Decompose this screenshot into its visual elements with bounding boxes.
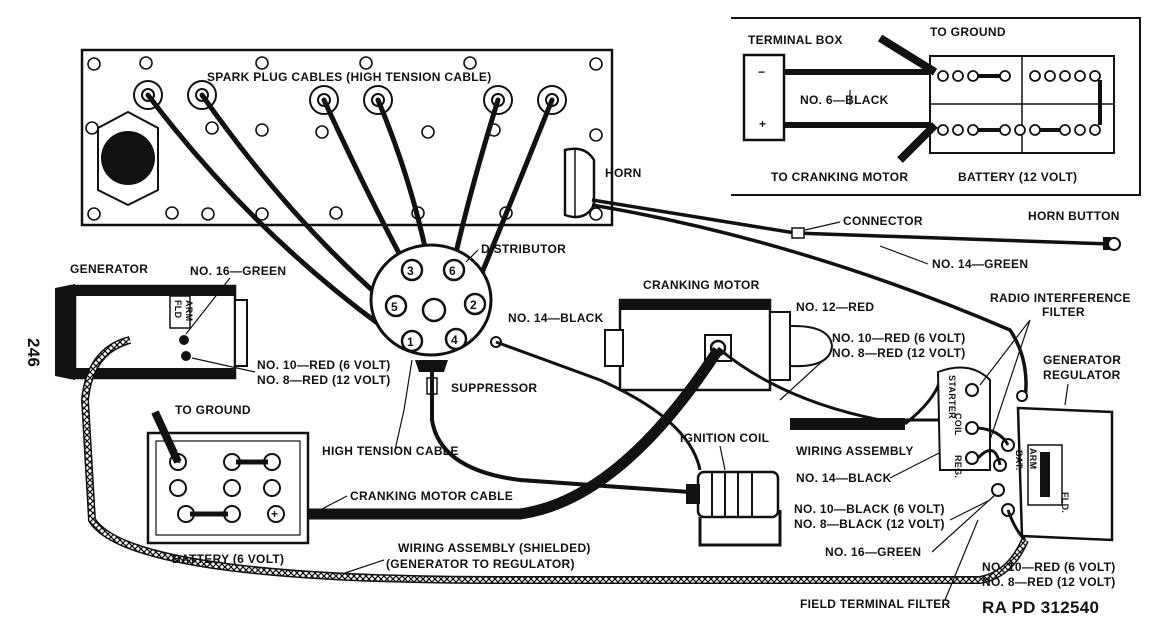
inset-minus: − xyxy=(758,65,765,79)
oil-filler-plate xyxy=(97,110,159,207)
coil-terminal-label: COIL xyxy=(953,413,963,436)
ign-no14-label: NO. 14—BLACK xyxy=(796,471,892,485)
gen-arm-label: ARM xyxy=(184,300,194,321)
radio-filter-label-2: FILTER xyxy=(1042,305,1085,319)
horn-wire-label: NO. 14—GREEN xyxy=(932,257,1028,271)
inset-cable-label: NO. 6—BLACK xyxy=(800,93,889,107)
suppressor-label: SUPPRESSOR xyxy=(451,381,537,395)
inset-cm-label: TO CRANKING MOTOR xyxy=(771,170,908,184)
reg-no8-label: NO. 8—RED (12 VOLT) xyxy=(982,575,1116,589)
distributor-label: DISTRIBUTOR xyxy=(481,242,566,256)
horn-connector xyxy=(791,227,805,239)
dist-terminal-1: 1 xyxy=(407,335,414,349)
cranking-motor-label: CRANKING MOTOR xyxy=(643,278,760,292)
horn-label: HORN xyxy=(605,166,642,180)
reg-bat-label: BAT. xyxy=(1014,450,1024,471)
switch-panel xyxy=(936,366,991,471)
cm-no8-label: NO. 8—RED (12 VOLT) xyxy=(832,346,966,360)
connector-label: CONNECTOR xyxy=(843,214,923,228)
dist-terminal-4: 4 xyxy=(451,333,458,347)
page-number: 246 xyxy=(24,338,43,367)
battery6-label: BATTERY (6 VOLT) xyxy=(172,552,284,566)
bat6-ground-label: TO GROUND xyxy=(175,403,251,417)
cm-no10-label: NO. 10—RED (6 VOLT) xyxy=(832,331,966,345)
horn xyxy=(563,147,596,219)
reg-fld-label: FLD. xyxy=(1060,492,1070,513)
ignition-coil-label: IGNITION COIL xyxy=(680,431,769,445)
horn-button-label: HORN BUTTON xyxy=(1028,209,1120,223)
dist-no14-black-label: NO. 14—BLACK xyxy=(508,311,604,325)
dist-terminal-2: 2 xyxy=(470,298,477,312)
battery-12-volt-inset xyxy=(731,17,1141,196)
bat6-minus: − xyxy=(174,455,181,469)
shielded-label-2: (GENERATOR TO REGULATOR) xyxy=(386,557,575,571)
wiring-assembly-label: WIRING ASSEMBLY xyxy=(796,444,914,458)
cranking-motor-cable xyxy=(275,346,723,520)
reg-terminal-label: REG. xyxy=(953,455,963,478)
generator-label: GENERATOR xyxy=(70,262,148,276)
gen-no16-label: NO. 16—GREEN xyxy=(190,264,286,278)
spark-plug-cables-label: SPARK PLUG CABLES (HIGH TENSION CABLE) xyxy=(207,70,492,84)
inset-ground-label: TO GROUND xyxy=(930,25,1006,39)
distributor: 3 6 5 2 1 4 xyxy=(369,243,502,372)
generator xyxy=(55,284,248,380)
field-filter-label: FIELD TERMINAL FILTER xyxy=(800,597,951,611)
reg-arm-label: ARM xyxy=(1028,448,1038,469)
cranking-cable-label: CRANKING MOTOR CABLE xyxy=(350,489,513,503)
dist-terminal-3: 3 xyxy=(407,264,414,278)
dist-terminal-5: 5 xyxy=(391,300,398,314)
inset-battery-label: BATTERY (12 VOLT) xyxy=(958,170,1077,184)
reg-no10-label: NO. 10—RED (6 VOLT) xyxy=(982,560,1116,574)
dist-terminal-6: 6 xyxy=(449,264,456,278)
radio-filter-label-1: RADIO INTERFERENCE xyxy=(990,291,1131,305)
ign-no10-label: NO. 10—BLACK (6 VOLT) xyxy=(794,502,945,516)
gen-no10-label: NO. 10—RED (6 VOLT) xyxy=(257,358,391,372)
bat6-plus: + xyxy=(271,507,278,521)
ignition-coil xyxy=(686,470,782,547)
generator-regulator xyxy=(991,390,1114,542)
gen-regulator-label-1: GENERATOR xyxy=(1043,353,1121,367)
shielded-label-1: WIRING ASSEMBLY (SHIELDED) xyxy=(398,541,591,555)
reference-number: RA PD 312540 xyxy=(982,598,1099,617)
inset-plus: + xyxy=(759,117,766,131)
terminal-box-label: TERMINAL BOX xyxy=(748,33,843,47)
reg-no16-label: NO. 16—GREEN xyxy=(825,545,921,559)
ign-no8-label: NO. 8—BLACK (12 VOLT) xyxy=(794,517,945,531)
starter-label: STARTER xyxy=(947,375,957,419)
gen-no8-label: NO. 8—RED (12 VOLT) xyxy=(257,373,391,387)
engine-block xyxy=(80,48,614,227)
high-tension-cable-label: HIGH TENSION CABLE xyxy=(322,444,459,458)
gen-fld-label: FLD xyxy=(173,300,183,319)
cm-regulator-wire xyxy=(717,346,960,422)
horn-button xyxy=(1103,237,1121,251)
gen-regulator-label-2: REGULATOR xyxy=(1043,368,1121,382)
coil-high-tension-wire xyxy=(430,372,691,494)
battery-6-volt xyxy=(146,410,310,545)
cm-no12-label: NO. 12—RED xyxy=(796,300,874,314)
